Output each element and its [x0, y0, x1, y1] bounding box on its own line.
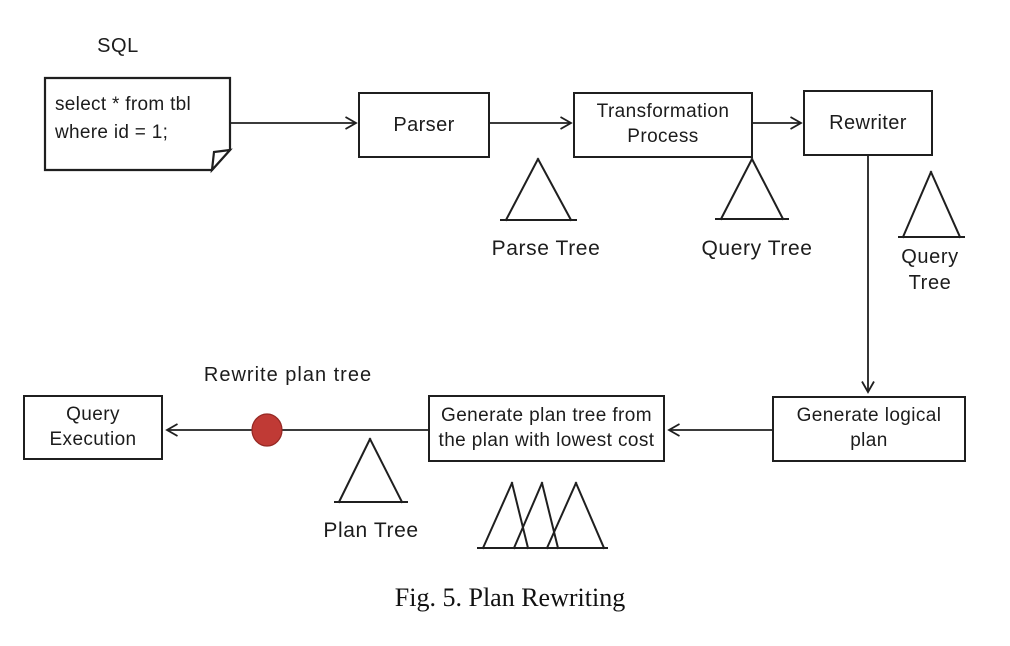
sql-query-text: select * from tbl where id = 1;: [55, 94, 192, 143]
parse-tree-icon: [500, 157, 577, 222]
rewrite-point-dot: [251, 413, 283, 447]
transformation-process-box: Transformation Process: [573, 92, 753, 158]
query-tree-mid-label: Query Tree: [701, 237, 813, 260]
sql-note-fold-icon: [210, 148, 233, 174]
parse-tree-label: Parse Tree: [491, 237, 601, 260]
candidate-plan-trees-icon: [477, 481, 608, 550]
sql-note-shape: [43, 76, 233, 174]
rewriter-box: Rewriter: [803, 90, 933, 156]
query-tree-right-label: Query Tree: [901, 246, 959, 294]
flow-arrows: [165, 116, 875, 437]
sql-label: SQL: [97, 35, 139, 57]
query-tree-right-icon: [898, 170, 965, 239]
plan-tree-icon: [334, 437, 408, 504]
parser-box: Parser: [358, 92, 490, 158]
plan-tree-label: Plan Tree: [323, 519, 419, 542]
query-tree-mid-icon: [715, 157, 789, 221]
rewrite-plan-tree-label: Rewrite plan tree: [203, 364, 373, 386]
tree-icons: [334, 157, 965, 550]
generate-logical-plan-box: Generate logical plan: [772, 396, 966, 462]
query-execution-box: Query Execution: [23, 395, 163, 460]
generate-plan-tree-box: Generate plan tree from the plan with lo…: [428, 395, 665, 462]
figure-caption: Fig. 5. Plan Rewriting: [394, 583, 626, 612]
